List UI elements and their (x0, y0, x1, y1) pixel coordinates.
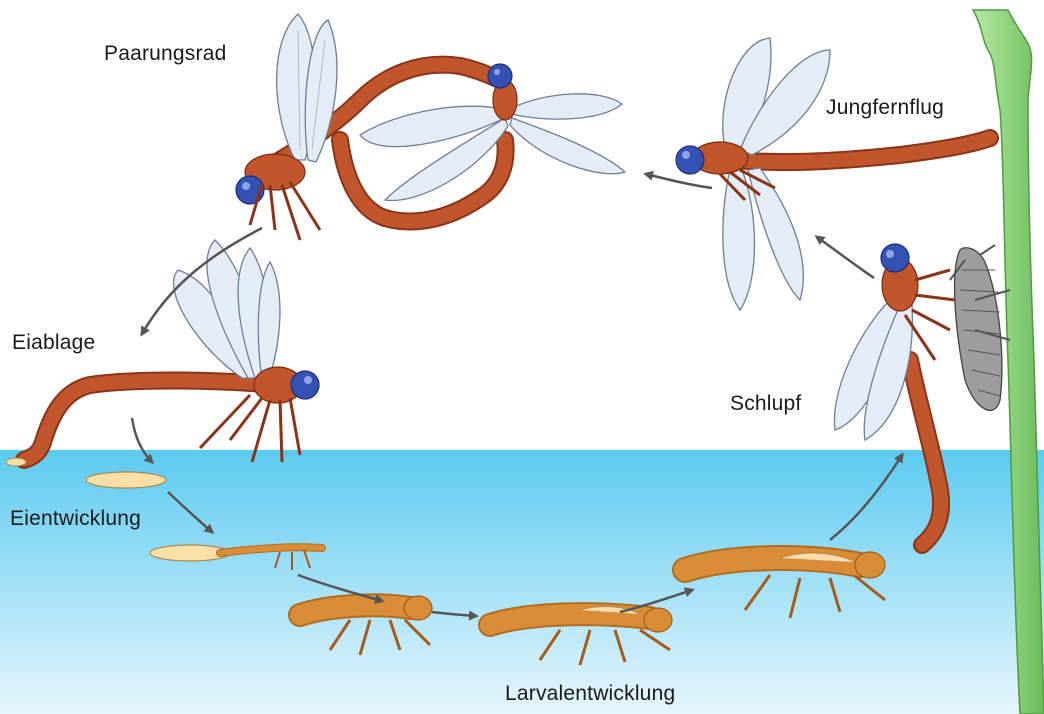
label-mating-wheel: Paarungsrad (104, 42, 226, 66)
label-maiden-flight: Jungfernflug (826, 96, 944, 120)
maiden-flight-dragonfly (676, 38, 990, 310)
egg-1 (86, 472, 166, 488)
mating-wheel-dragonflies (236, 14, 625, 240)
label-emergence: Schlupf (730, 392, 801, 416)
label-larval-development: Larvalentwicklung (505, 682, 675, 706)
label-egg-laying: Eiablage (12, 331, 95, 355)
water (0, 450, 1044, 714)
label-egg-development: Eientwicklung (10, 507, 141, 531)
